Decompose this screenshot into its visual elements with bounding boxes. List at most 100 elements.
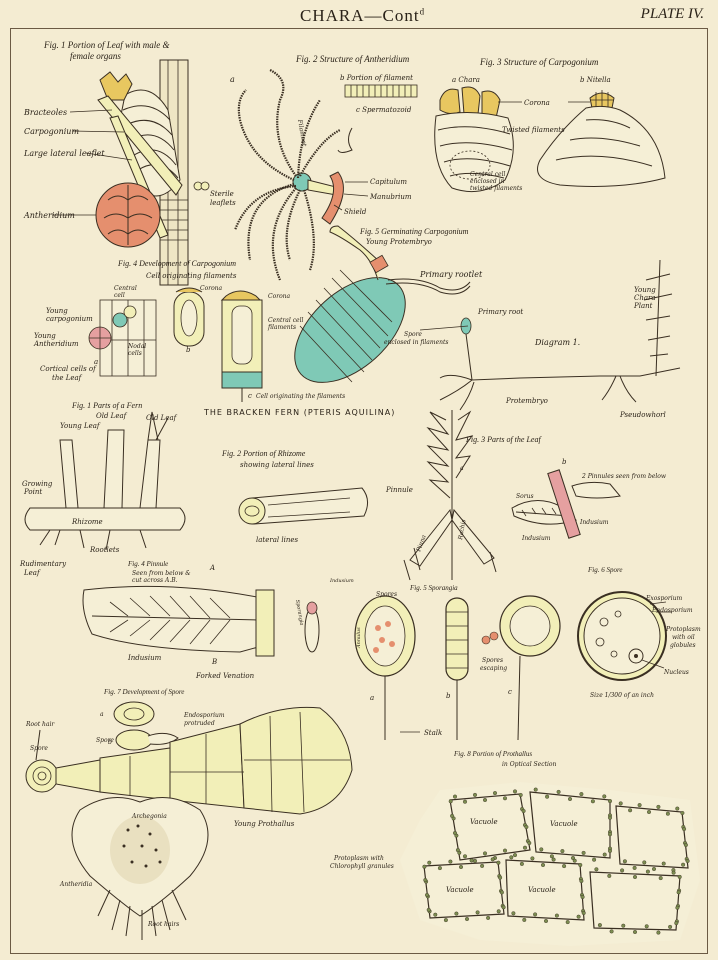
fern-fig1-young-leaf: Young Leaf — [60, 422, 101, 430]
fern-fig3-pinnule: Pinnule — [385, 486, 413, 494]
chlorophyll-granule — [658, 876, 663, 881]
chlorophyll-granule — [645, 869, 650, 874]
chara-fig5-germinating: Fig. 5 Germinating Carpogonium Young Pro… — [294, 225, 681, 419]
fern-fig1-caption: Fig. 1 Parts of a Fern — [71, 401, 142, 410]
chlorophyll-granule — [592, 857, 597, 862]
young-prothallus — [239, 706, 353, 815]
fern-fig1-rhizome: Rhizome — [71, 518, 103, 526]
young-protembryo — [329, 225, 381, 281]
chlorophyll-granule — [608, 799, 613, 804]
chlorophyll-granule — [498, 875, 503, 880]
fern-fig6-protoplasm3: globules — [670, 642, 696, 649]
chlorophyll-granule — [493, 791, 498, 796]
chlorophyll-granule — [499, 890, 504, 895]
chlorophyll-granule — [671, 870, 676, 875]
chara-fig4-caption: Fig. 4 Development of Carpogonium — [117, 259, 236, 268]
fern-fig7-root-hairs: Root hairs — [147, 921, 179, 928]
fern-fig7-archegonia: Archegonia — [131, 813, 167, 820]
chlorophyll-granule — [637, 803, 642, 808]
chlorophyll-granule — [597, 923, 602, 928]
chlorophyll-granule — [647, 810, 652, 815]
chlorophyll-granule — [496, 860, 501, 865]
chlorophyll-granule — [579, 879, 584, 884]
chlorophyll-granule — [652, 867, 657, 872]
fern-fig8-protoplasm1: Protoplasm with — [333, 855, 384, 862]
fern-fig3-rachis: Rachis — [457, 519, 468, 541]
fern-fig1-old-leaf1: Old Leaf — [96, 412, 128, 420]
fern-fig7-b: b — [108, 739, 112, 746]
chlorophyll-granule — [544, 919, 549, 924]
chara-fig5-spore2: enclosed in filaments — [384, 339, 448, 346]
chlorophyll-granule — [633, 930, 638, 935]
fern-fig5-indusium: Indusium — [329, 578, 354, 584]
chlorophyll-granule — [661, 861, 666, 866]
chlorophyll-granule — [521, 809, 526, 814]
label-filament: Filament — [296, 118, 308, 147]
chara-fig4-young-anth2: Antheridium — [33, 340, 79, 348]
fern-fig3-indusium1: Indusium — [579, 519, 609, 526]
label-protembryo: Protembryo — [505, 397, 548, 405]
fern-fig7-development: Fig. 7 Development of Spore a b Endospor… — [25, 688, 353, 940]
chara-fig4-cortical1: Cortical cells of — [40, 365, 97, 373]
label-twisted-filaments: Twisted filaments — [502, 126, 565, 134]
chara-fig4-cell-orig2: Cell originating the filaments — [256, 393, 345, 400]
fern-fig3-indusium2: Indusium — [521, 535, 551, 542]
fern-fig5-spores: Spores — [376, 591, 397, 598]
fern-fig3-pinnules-below: 2 Pinnules seen from below — [581, 473, 667, 480]
fern-fig5-spores-escaping1: Spores — [482, 657, 503, 664]
fern-fig7-a: a — [100, 711, 104, 718]
fern-fig1-parts: Fig. 1 Parts of a Fern Old Leaf Old Leaf… — [19, 401, 186, 577]
chlorophyll-granule — [513, 789, 518, 794]
fern-fig1-growing1: Growing — [22, 480, 53, 488]
chara-fig4-a: a — [94, 358, 98, 366]
fern-fig5-a: a — [370, 694, 374, 702]
fern-fig7-root-hair: Root hair — [25, 721, 55, 728]
chara-fig3-carpogonium: Fig. 3 Structure of Carpogonium a Chara … — [434, 57, 666, 193]
chlorophyll-granule — [675, 905, 680, 910]
prothallus-cell-3 — [423, 861, 505, 919]
carpogonium-nitella — [537, 105, 666, 187]
chlorophyll-granule — [511, 911, 516, 916]
chlorophyll-granule — [665, 811, 670, 816]
label-pseudowhorl: Pseudowhorl — [619, 411, 666, 419]
chlorophyll-granule — [465, 917, 470, 922]
fern-fig5-caption: Fig. 5 Sporangia — [409, 584, 458, 592]
chara-fig3-caption: Fig. 3 Structure of Carpogonium — [479, 57, 599, 67]
chara-fig4-filaments: filaments — [267, 324, 296, 331]
chlorophyll-granule — [483, 798, 488, 803]
chara-fig4-development: Fig. 4 Development of Carpogonium Cell o… — [33, 259, 345, 402]
chara-fig5-spore1: Spore — [404, 331, 422, 338]
label-stalk: Stalk — [424, 729, 442, 737]
chlorophyll-granule — [503, 848, 508, 853]
fern-fig7-spore2: Spore — [96, 737, 114, 744]
fern-fig6-endosporium: Endosporium — [651, 607, 693, 614]
chlorophyll-granule — [618, 801, 623, 806]
chlorophyll-granule — [681, 862, 686, 867]
chlorophyll-granule — [422, 864, 427, 869]
fern-fig3-caption: Fig. 3 Parts of the Leaf — [465, 435, 542, 444]
chlorophyll-granule — [437, 866, 442, 871]
spermatozoid — [337, 127, 353, 153]
chlorophyll-granule — [608, 832, 613, 837]
fern-fig7-antheridia: Antheridia — [59, 881, 93, 888]
fern-fig8-vacuole2: Vacuole — [550, 820, 578, 828]
fern-fig5-c: c — [508, 688, 512, 696]
chara-fig4-cortical2: the Leaf — [52, 374, 83, 382]
fern-fig4-caption2: Seen from below & — [132, 570, 191, 577]
plate-number: PLATE IV. — [640, 6, 704, 22]
label-forked-venation: Forked Venation — [195, 672, 255, 680]
fern-fig4-a: A — [209, 564, 215, 572]
label-manubrium: Manubrium — [369, 193, 412, 201]
chlorophyll-granule — [580, 895, 585, 900]
chlorophyll-granule — [576, 914, 581, 919]
chlorophyll-granule — [685, 859, 690, 864]
fern-fig5-sporangia-small: Sporangia — [294, 599, 304, 626]
fern-fig3-a: a — [460, 465, 464, 472]
fern-fig8-caption: Fig. 8 Portion of Prothallus — [453, 750, 532, 758]
chlorophyll-granule — [560, 849, 565, 854]
chara-fig4-corona2: Corona — [268, 293, 291, 300]
chara-fig1-leaf: Fig. 1 Portion of Leaf with male & femal… — [23, 40, 236, 286]
fern-fig5-b: b — [446, 692, 451, 700]
label-young-prothallus: Young Prothallus — [234, 820, 295, 828]
chara-fig5-caption: Fig. 5 Germinating Carpogonium — [359, 227, 469, 236]
